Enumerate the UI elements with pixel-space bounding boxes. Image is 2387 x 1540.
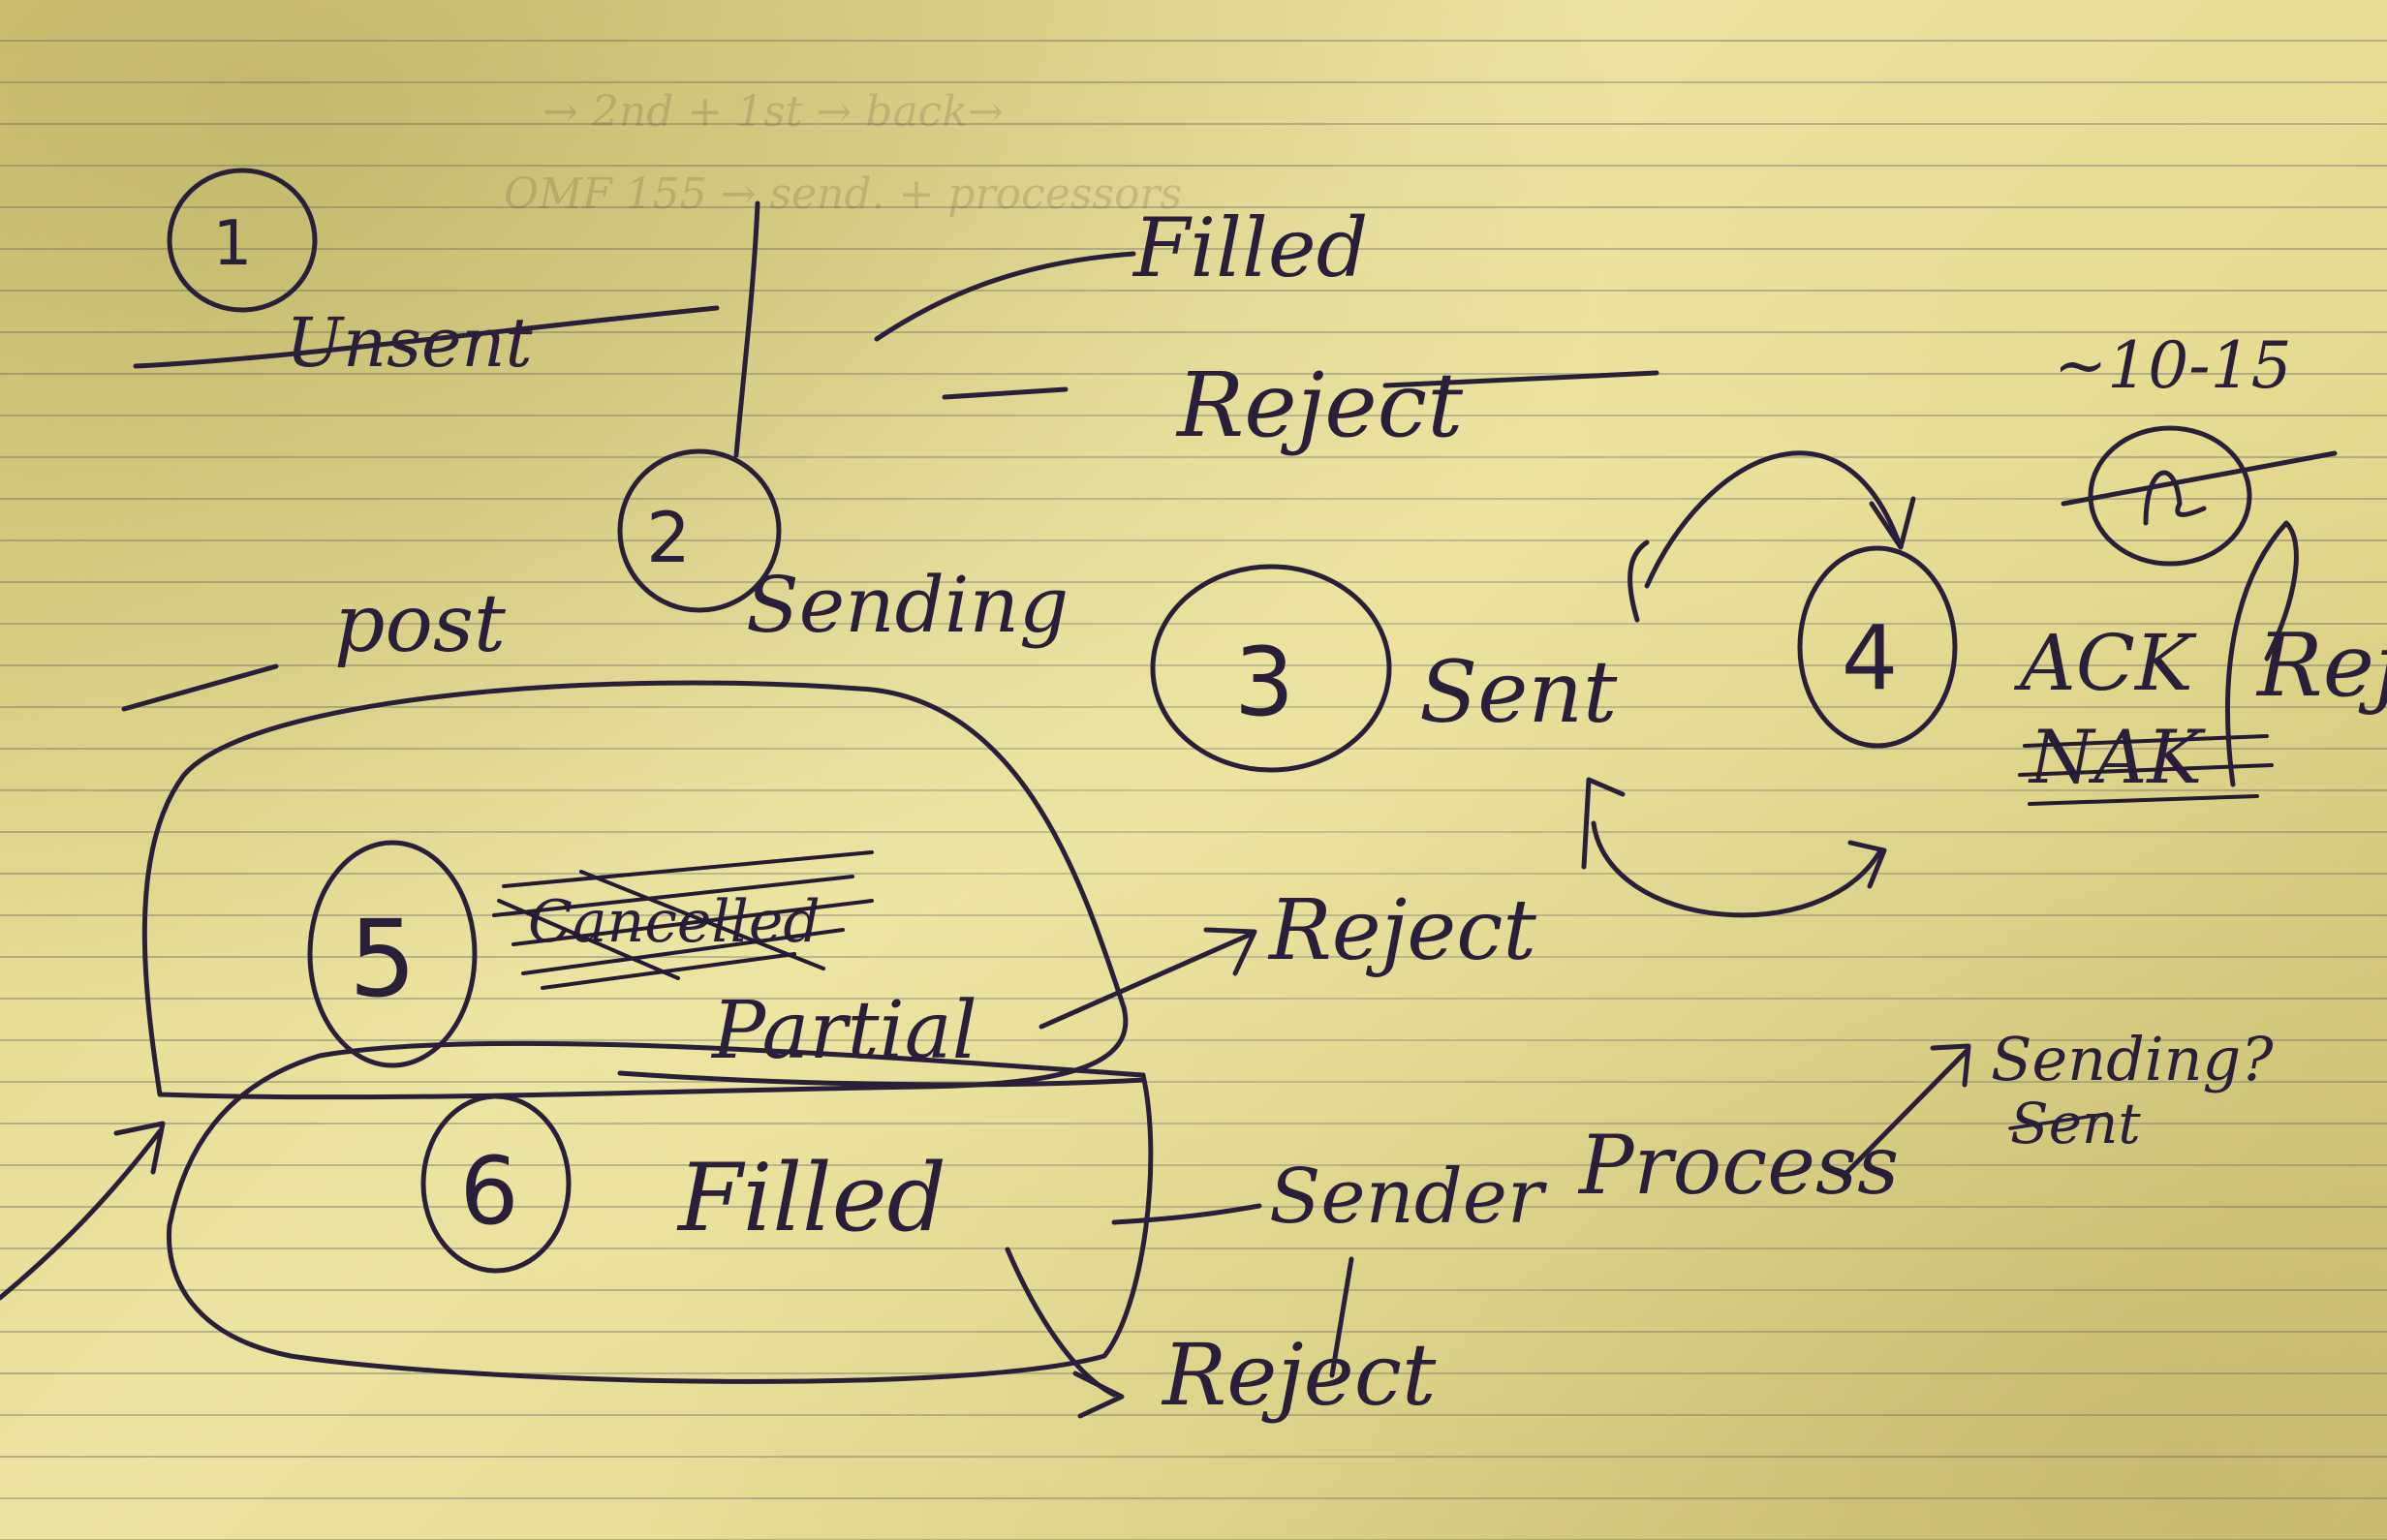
- state-6-top-overlap: [617, 1070, 1146, 1088]
- state-4-number: 4: [1842, 607, 1899, 711]
- state-2: 2: [617, 448, 782, 613]
- state-2-label: Sending: [746, 560, 1069, 650]
- state-4: 4: [1797, 545, 1958, 749]
- filled-top-label: Filled: [1132, 200, 1368, 295]
- timing-label: ~10-15: [2054, 328, 2292, 403]
- entry-arrowhead: [113, 1121, 166, 1175]
- nak-crossed-out-label: NAK: [2028, 714, 2206, 800]
- state-5-circle: [307, 840, 478, 1068]
- sent-self-loop: [1591, 820, 1882, 918]
- reject-mid-label: Reject: [1267, 882, 1536, 979]
- crossed-state-circle: [2088, 425, 2252, 567]
- state-1-circle: [167, 168, 318, 313]
- entry-arrow: [0, 1128, 163, 1301]
- state-4-circle: [1797, 545, 1958, 749]
- reject-top-strike: [1382, 370, 1659, 388]
- process-label: Process: [1577, 1118, 1899, 1213]
- state-2-circle: [617, 448, 782, 613]
- sender-connector: [1111, 1203, 1262, 1225]
- filled-to-reject-arrow: [1005, 1247, 1117, 1398]
- state-4-label: ACK: [2013, 618, 2197, 708]
- cancelled-crossed-out-label: Cancelled: [528, 888, 821, 956]
- sent-to-ack-arrowhead: [1869, 496, 1916, 550]
- process-to-sending-arrowhead: [1930, 1043, 1971, 1088]
- state-5: 5: [307, 840, 478, 1068]
- reject-bottom-label: Reject: [1161, 1325, 1437, 1425]
- unsent-strike-line: [133, 305, 720, 369]
- state-3-number: 3: [1234, 628, 1294, 738]
- reject-right-label: Reject: [2255, 615, 2387, 717]
- state-6: 6: [420, 1093, 572, 1274]
- state-2-number: 2: [646, 497, 691, 578]
- state-3-circle: [1150, 564, 1392, 773]
- reject-right-stroke: [2225, 520, 2299, 787]
- post-dash: [121, 663, 279, 712]
- state-1: 1: [167, 168, 318, 313]
- ghost-text-line-1: → 2nd + 1st → back→: [542, 87, 1004, 137]
- divider-line: [733, 200, 760, 458]
- reject-top-label: Reject: [1175, 354, 1464, 457]
- sent-self-loop-arrowhead: [1847, 840, 1887, 889]
- crossed-circle-strike: [2061, 450, 2338, 507]
- filled-to-reject-arrowhead: [1072, 1371, 1125, 1419]
- sent-small-label: Sent: [2010, 1091, 2141, 1156]
- state-6-blob: [166, 1040, 1154, 1384]
- sender-label: Sender: [1269, 1154, 1548, 1241]
- cancelled-scribble: [492, 850, 874, 990]
- state-6-number: 6: [459, 1137, 518, 1246]
- ghost-text-line-2: OMF 155 → send. + processors: [504, 169, 1182, 219]
- sent-self-loop-tail: [1581, 777, 1626, 870]
- state-1-number: 1: [213, 208, 253, 280]
- state-3: 3: [1150, 564, 1392, 773]
- state-5-number: 5: [349, 897, 417, 1021]
- state-5-label: Partial: [710, 985, 977, 1077]
- state-3-label: Sent: [1419, 642, 1618, 742]
- reject-top-connector: [942, 386, 1069, 400]
- sending-question-label: Sending?: [1991, 1024, 2274, 1094]
- partial-to-reject-arrowhead: [1203, 927, 1257, 976]
- state-5-blob: [141, 680, 1129, 1100]
- post-label: post: [334, 578, 507, 670]
- ack-to-sent-return: [1628, 539, 1650, 623]
- sent-small-strike: [2008, 1112, 2109, 1130]
- state-6-label: Filled: [676, 1144, 946, 1252]
- partial-to-reject-arrow: [1038, 932, 1253, 1030]
- filled-top-connector: [874, 251, 1136, 342]
- reject-bottom-stroke: [1329, 1256, 1354, 1378]
- state-6-circle: [420, 1093, 572, 1274]
- sent-to-ack-arrow: [1644, 450, 1902, 589]
- process-to-sending-arrow: [1843, 1048, 1969, 1177]
